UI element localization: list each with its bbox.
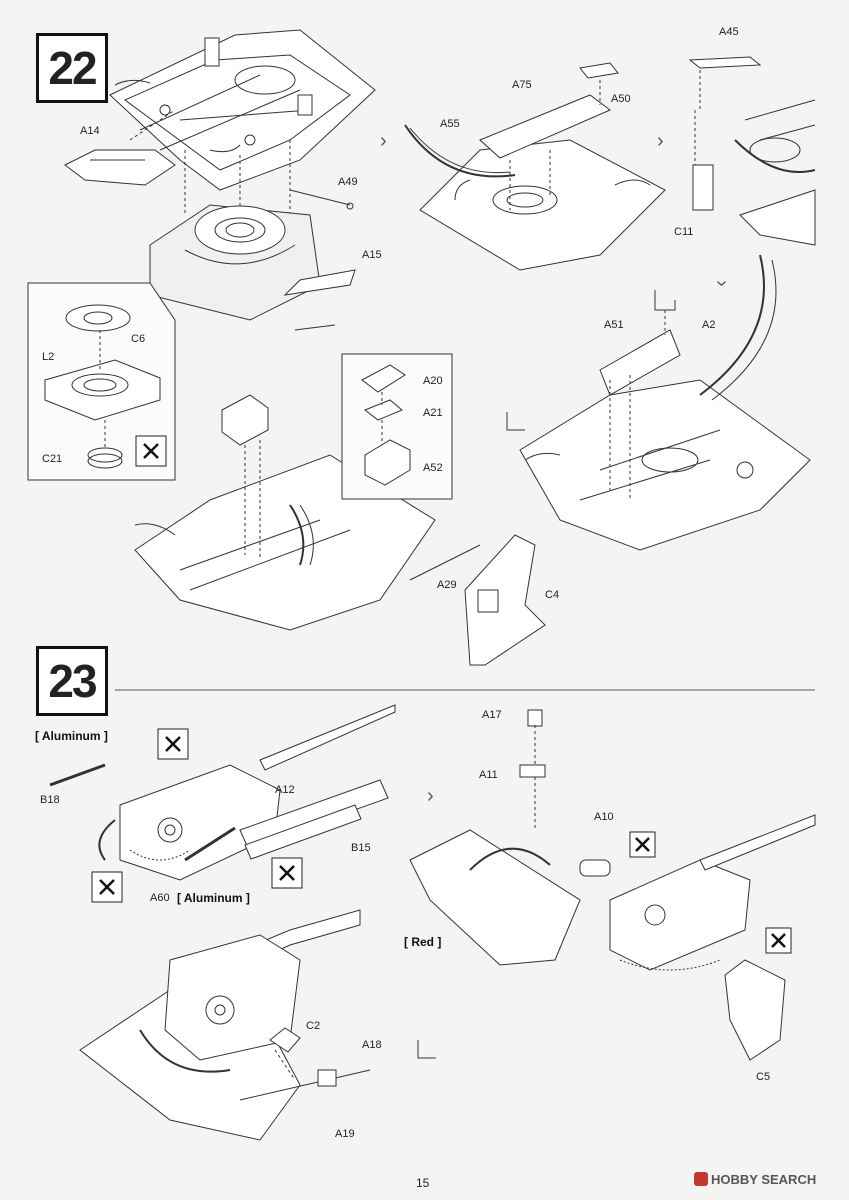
corner-mark-icon — [417, 1040, 436, 1059]
part-label-a15: A15 — [362, 249, 382, 261]
part-label-a49: A49 — [338, 176, 358, 188]
platform-drawing-1 — [64, 29, 376, 331]
part-label-a10: A10 — [594, 811, 614, 823]
part-label-a14: A14 — [80, 125, 100, 137]
next-arrow-icon: › — [380, 130, 387, 152]
red-color-note: [ Red ] — [404, 935, 442, 949]
page-number: 15 — [416, 1176, 430, 1190]
gun-drawing-1 — [49, 704, 396, 881]
platform-drawing-5 — [134, 353, 546, 666]
part-label-a20: A20 — [423, 375, 443, 387]
part-label-a60: A60 — [150, 892, 170, 904]
platform-drawing-4 — [519, 254, 811, 551]
step-23-number: 23 — [36, 646, 108, 716]
hobby-search-logo-icon — [694, 1172, 708, 1186]
part-label-a51: A51 — [604, 319, 624, 331]
part-label-c5: C5 — [756, 1071, 771, 1083]
part-label-a11: A11 — [479, 769, 498, 781]
platform-drawing-2 — [404, 62, 666, 271]
part-label-a17: A17 — [482, 709, 502, 721]
next-arrow-icon: › — [710, 280, 733, 287]
inset-subassembly — [27, 282, 176, 481]
part-label-b18: B18 — [40, 794, 60, 806]
watermark: HOBBY SEARCH — [694, 1172, 816, 1187]
no-glue-icons — [91, 435, 792, 954]
part-label-a29: A29 — [437, 579, 457, 591]
platform-drawing-3 — [688, 56, 816, 246]
part-label-l2: L2 — [42, 351, 55, 363]
part-label-a55: A55 — [440, 118, 460, 130]
part-label-a75: A75 — [512, 79, 532, 91]
aluminum-note-bottom: [ Aluminum ] — [177, 891, 250, 905]
part-label-c4: C4 — [545, 589, 560, 601]
step-22-number: 22 — [36, 33, 108, 103]
part-label-c6: C6 — [131, 333, 146, 345]
gun-drawing-2 — [409, 709, 816, 1061]
part-label-a21: A21 — [423, 407, 443, 419]
part-label-a52: A52 — [423, 462, 443, 474]
next-arrow-icon: › — [657, 130, 664, 152]
watermark-text: HOBBY SEARCH — [711, 1172, 817, 1187]
part-label-a45: A45 — [719, 26, 739, 38]
part-label-c11: C11 — [674, 226, 694, 238]
part-label-c21: C21 — [42, 453, 63, 465]
part-label-a18: A18 — [362, 1039, 382, 1051]
part-label-b15: B15 — [351, 842, 371, 854]
corner-mark-icon — [506, 412, 525, 431]
part-label-a2: A2 — [702, 319, 716, 331]
part-label-a12: A12 — [275, 784, 295, 796]
part-label-a19: A19 — [335, 1128, 355, 1140]
next-arrow-icon: › — [427, 785, 434, 807]
part-label-a50: A50 — [611, 93, 631, 105]
aluminum-note-top: [ Aluminum ] — [35, 729, 108, 743]
part-label-c2: C2 — [306, 1020, 321, 1032]
gun-drawing-3 — [79, 909, 371, 1141]
